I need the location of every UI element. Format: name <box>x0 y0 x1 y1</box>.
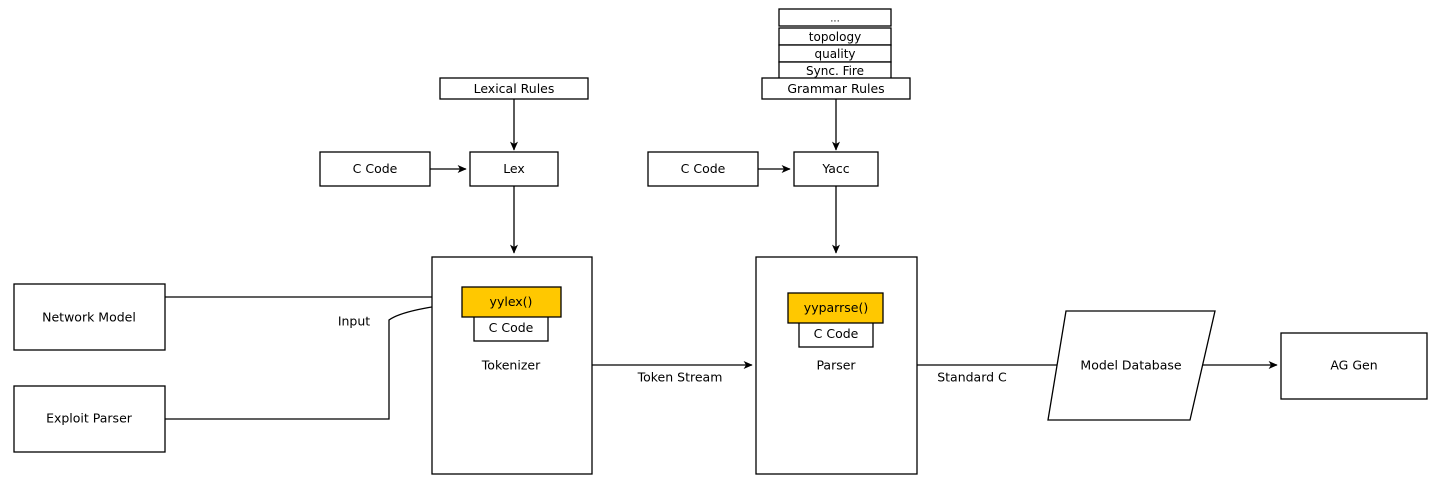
grammar-stack-label-topology: topology <box>809 30 861 44</box>
tokenizer-caption: Tokenizer <box>481 358 541 373</box>
edge-exploit-parser-to-tokenizer <box>165 299 465 420</box>
c-code-lex-node: C Code <box>319 151 431 187</box>
grammar-stack-label-ellipsis: ... <box>830 14 840 25</box>
edge-label-token-stream: Token Stream <box>637 370 723 385</box>
model-database-shape <box>1047 310 1216 421</box>
yacc-label: Yacc <box>821 161 849 176</box>
exploit-parser-box <box>13 385 166 453</box>
parser-yyparse-label: yyparrse() <box>804 300 868 315</box>
tokenizer-yylex-box <box>461 286 562 318</box>
lexical-rules-label: Lexical Rules <box>474 81 555 96</box>
c-code-lex-box <box>319 151 431 187</box>
network-model-box <box>13 283 166 351</box>
tokenizer-node: C Code yylex() Tokenizer <box>431 256 593 475</box>
model-database-node: Model Database <box>1047 310 1216 421</box>
exploit-parser-node: Exploit Parser <box>13 385 166 453</box>
yacc-node: Yacc <box>793 151 879 187</box>
exploit-parser-label: Exploit Parser <box>46 411 133 426</box>
lex-label: Lex <box>503 161 525 176</box>
c-code-yacc-label: C Code <box>681 161 726 176</box>
ag-gen-node: AG Gen <box>1280 332 1428 400</box>
ag-gen-box <box>1280 332 1428 400</box>
parser-c-code-label: C Code <box>814 326 859 341</box>
grammar-stack-label-sync-fire: Sync. Fire <box>806 64 864 78</box>
tokenizer-c-code-box <box>473 313 549 342</box>
model-database-label: Model Database <box>1080 358 1181 373</box>
grammar-stack-label-quality: quality <box>814 47 855 61</box>
tokenizer-c-code-label: C Code <box>489 320 534 335</box>
edge-label-input: Input <box>338 314 370 329</box>
parser-c-code-box <box>798 319 874 348</box>
lex-box <box>469 151 559 187</box>
network-model-node: Network Model <box>13 283 166 351</box>
lexical-rules-node: Lexical Rules <box>439 77 589 100</box>
c-code-yacc-node: C Code <box>647 151 759 187</box>
yacc-box <box>793 151 879 187</box>
edge-label-standard-c: Standard C <box>937 370 1007 385</box>
parser-caption: Parser <box>816 358 856 373</box>
grammar-rules-stack: ... topology quality Sync. Fire Grammar … <box>761 8 911 100</box>
network-model-label: Network Model <box>42 310 136 325</box>
c-code-yacc-box <box>647 151 759 187</box>
lex-node: Lex <box>469 151 559 187</box>
grammar-rules-label: Grammar Rules <box>787 81 884 96</box>
parser-node: C Code yyparrse() Parser <box>755 256 918 475</box>
tokenizer-yylex-label: yylex() <box>490 294 533 309</box>
c-code-lex-label: C Code <box>353 161 398 176</box>
ag-gen-label: AG Gen <box>1330 358 1377 373</box>
parser-yyparse-box <box>787 292 884 324</box>
grammar-stack-layer-ellipsis <box>778 8 892 27</box>
